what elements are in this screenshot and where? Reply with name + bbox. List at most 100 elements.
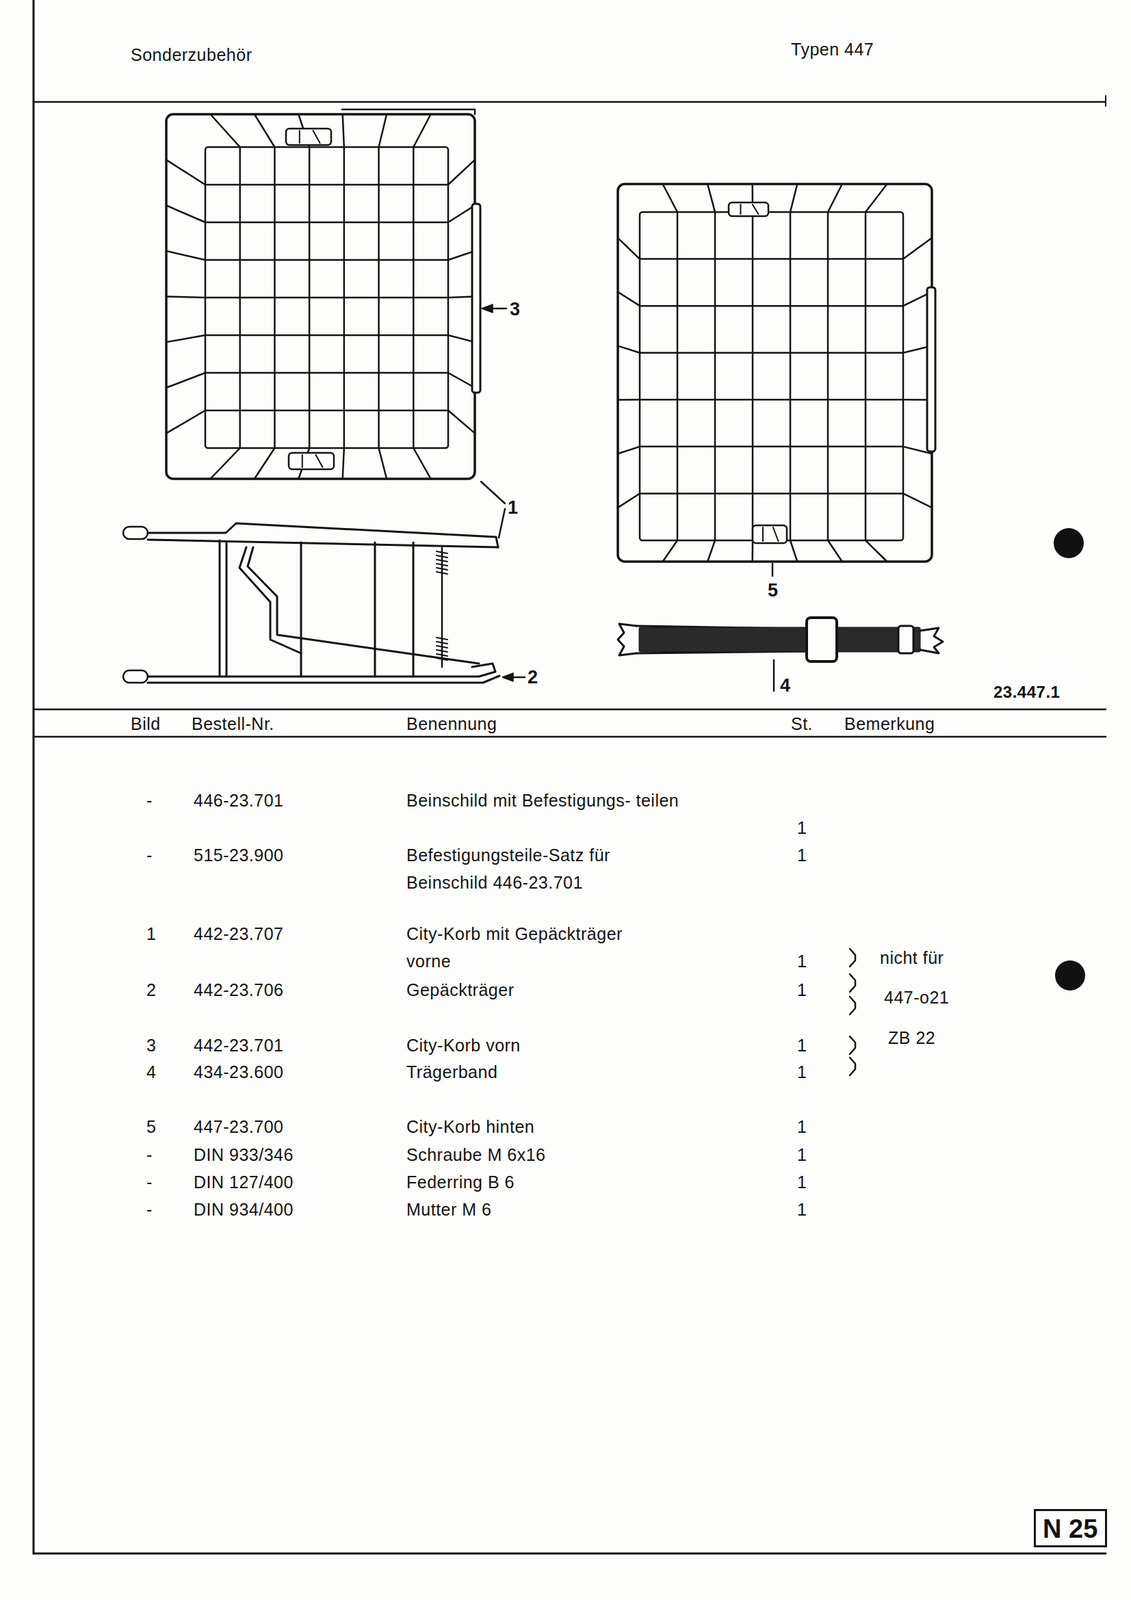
leader-line <box>498 509 505 538</box>
rack-spring <box>436 572 448 575</box>
table-cell: Beinschild mit Befestigungs- teilen <box>406 786 694 815</box>
table-cell: 1 <box>797 976 807 1004</box>
rack-eyelet <box>123 526 148 540</box>
rack-hoop <box>247 547 479 664</box>
rack-spring <box>436 654 448 657</box>
leader-arrowhead <box>502 673 514 682</box>
rack-strut <box>374 542 377 677</box>
punch-hole <box>1055 960 1086 991</box>
basket-wire <box>166 160 475 185</box>
basket-wire <box>379 114 388 479</box>
table-cell: DIN 127/400 <box>193 1168 294 1196</box>
column-header: Bemerkung <box>844 710 935 738</box>
table-cell: 1 <box>797 814 807 842</box>
table-cell: 1 <box>797 1168 807 1196</box>
basket-wire <box>617 238 932 260</box>
table-note: nicht für <box>879 944 944 972</box>
table-cell: City-Korb vorn <box>406 1031 521 1060</box>
rack-spring <box>436 645 448 648</box>
basket-wire <box>617 446 932 454</box>
callout-number: 2 <box>527 663 539 692</box>
type-label: Typen 447 <box>790 35 874 63</box>
basket-wire <box>298 114 310 479</box>
basket-wire <box>166 410 475 434</box>
table-cell: 4 <box>146 1058 156 1086</box>
basket-wire <box>617 493 932 508</box>
rack-spring <box>436 641 448 644</box>
rule-line <box>1105 95 1107 107</box>
basket-wire <box>210 114 240 479</box>
rack-strut <box>300 542 303 677</box>
callout-number: 4 <box>780 671 791 700</box>
basket-wire <box>617 346 932 354</box>
strap-hook <box>617 624 637 656</box>
basket-clip <box>299 130 301 143</box>
table-cell: - <box>146 1196 153 1224</box>
basket-clip <box>762 527 764 542</box>
bracket <box>849 1057 856 1076</box>
leader-arrowhead <box>481 304 493 313</box>
table-cell: 442-23.707 <box>193 920 284 948</box>
table-cell: 447-23.700 <box>193 1113 284 1141</box>
basket-wire <box>413 114 431 479</box>
rack-strut <box>225 541 228 677</box>
bracket <box>849 996 856 1015</box>
column-header: St. <box>790 710 813 738</box>
basket-wire <box>663 184 678 562</box>
column-header: Bestell-Nr. <box>191 710 275 738</box>
basket-clip <box>773 527 779 542</box>
page-number: N 25 <box>1042 1514 1098 1545</box>
table-cell: DIN 933/346 <box>193 1141 294 1169</box>
basket-clip <box>739 204 741 215</box>
table-cell: 1 <box>797 841 807 869</box>
table-cell: - <box>146 1168 153 1196</box>
table-cell: DIN 934/400 <box>193 1196 294 1224</box>
basket-rim <box>617 184 932 562</box>
basket-clip <box>728 202 769 217</box>
leader-line <box>771 563 774 577</box>
table-cell: 446-23.701 <box>193 786 284 815</box>
rack-spring <box>436 551 448 554</box>
basket-wire <box>617 398 932 401</box>
basket-wire <box>166 251 475 260</box>
basket-wire <box>790 184 798 562</box>
basket-rim <box>342 109 475 115</box>
rack-spring <box>436 658 448 661</box>
rack-spring <box>436 555 448 558</box>
basket-wire <box>254 114 276 479</box>
table-cell: - <box>146 786 153 815</box>
table-cell: City-Korb hinten <box>406 1113 535 1141</box>
table-cell: 434-23.600 <box>193 1058 284 1086</box>
table-cell: Befestigungsteile-Satz für Beinschild 44… <box>406 841 612 897</box>
strap-loop <box>898 626 914 654</box>
table-cell: - <box>146 1141 153 1169</box>
table-note: 447-o21 <box>884 983 949 1012</box>
table-cell: Schraube M 6x16 <box>406 1141 546 1169</box>
table-cell: 5 <box>146 1113 156 1141</box>
table-cell: 1 <box>797 947 807 975</box>
table-cell: 442-23.701 <box>193 1031 284 1060</box>
table-cell: 2 <box>146 976 156 1004</box>
basket-clip <box>286 128 332 146</box>
punch-hole <box>1053 528 1084 559</box>
basket-wire <box>166 372 475 388</box>
basket-wire <box>166 335 475 343</box>
table-cell: 442-23.706 <box>193 976 284 1004</box>
rule-line <box>33 736 1106 739</box>
basket-clip <box>313 130 321 143</box>
table-cell: Trägerband <box>406 1058 498 1086</box>
rack-spring <box>436 650 448 653</box>
table-cell: - <box>146 841 153 869</box>
table-cell: 515-23.900 <box>193 841 284 869</box>
basket-wire <box>166 205 475 223</box>
mount-bar <box>927 287 936 452</box>
callout-number: 3 <box>509 295 521 323</box>
rack-spring <box>436 567 448 570</box>
basket-clip <box>288 452 334 470</box>
basket-wire <box>342 114 345 479</box>
table-note: ZB 22 <box>888 1024 936 1052</box>
rack-eyelet <box>123 670 148 683</box>
strap-hook <box>920 628 943 654</box>
basket-wire <box>865 184 887 562</box>
rule-line <box>33 708 1106 711</box>
